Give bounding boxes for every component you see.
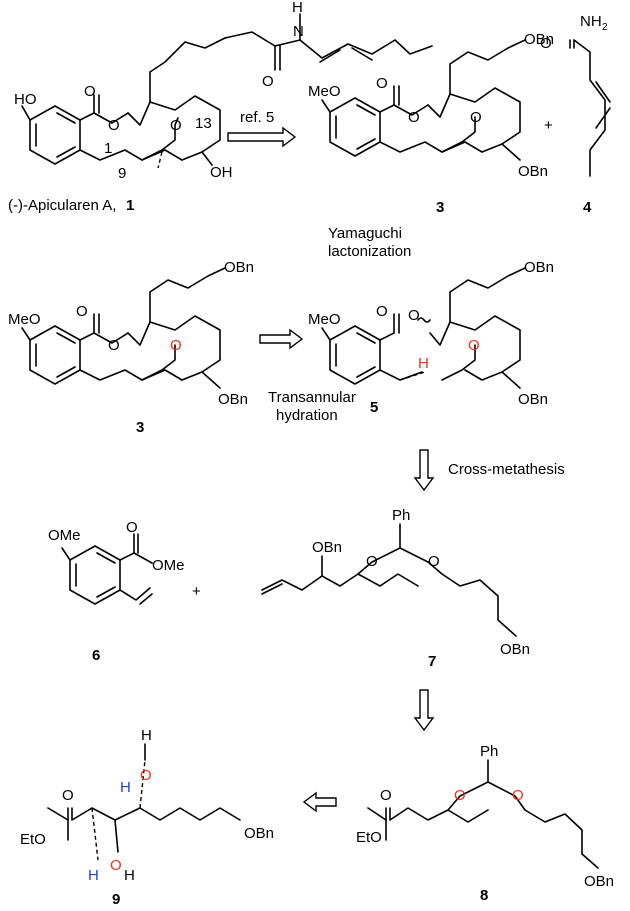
compound-3-second: MeO O O O OBn OBn 3 xyxy=(8,259,254,436)
obn-label: OBn xyxy=(524,259,554,276)
locant-13: 13 xyxy=(195,115,212,132)
compound-number-6: 6 xyxy=(92,647,100,664)
compound-7-acetal: OBn O O Ph OBn 7 xyxy=(261,507,530,670)
retro-arrow-3: Cross-metathesis xyxy=(413,449,565,492)
compound-number-3: 3 xyxy=(436,199,444,216)
compound-number-4: 4 xyxy=(583,199,592,216)
pyran-oxygen-label: O xyxy=(470,109,482,126)
obn-label: OBn xyxy=(312,539,342,556)
amide-oxygen-label: O xyxy=(262,73,274,90)
compound-number-5: 5 xyxy=(370,399,378,416)
cross-metathesis-label: Cross-metathesis xyxy=(448,461,565,478)
methoxy-label: MeO xyxy=(8,311,41,328)
compound-1-apicularen-a: HO O O O OH O H N 1 9 13 (-)-Apicularen … xyxy=(8,0,433,214)
apicularen-name: (-)-Apicularen A, xyxy=(8,197,116,214)
methoxy-label: OMe xyxy=(48,527,81,544)
compound-5-seco-acid: Yamaguchi lactonization MeO O O O H OBn … xyxy=(268,225,554,424)
water-h-highlight: H xyxy=(120,779,131,796)
water-oxygen-highlight: O xyxy=(140,767,152,784)
compound-number-9: 9 xyxy=(112,891,120,908)
hydrogen-highlight: H xyxy=(418,355,429,372)
phenyl-label: Ph xyxy=(392,507,410,524)
acetal-oxygen-label: O xyxy=(366,553,378,570)
ester-oxygen-label: O xyxy=(108,337,120,354)
retro-arrow-5 xyxy=(302,791,337,813)
obn-label: OBn xyxy=(584,873,614,890)
amine-label: NH xyxy=(580,13,602,30)
obn-label-2: OBn xyxy=(518,163,548,180)
methyl-ester-label: OMe xyxy=(152,557,185,574)
carbonyl-oxygen-label: O xyxy=(62,787,74,804)
methoxy-label: MeO xyxy=(308,83,341,100)
transannular-label-2: hydration xyxy=(276,407,338,424)
hydroxyl-oxygen-highlight: O xyxy=(468,337,480,354)
pyran-oxygen-highlight: O xyxy=(170,337,182,354)
carbonyl-oxygen-label: O xyxy=(380,787,392,804)
compound-number-8: 8 xyxy=(480,887,488,904)
locant-9: 9 xyxy=(118,165,126,182)
amide-h-label: H xyxy=(292,0,303,16)
retro-arrow-1: ref. 5 xyxy=(227,109,297,148)
ethoxy-label: EtO xyxy=(20,831,46,848)
phenyl-label: Ph xyxy=(480,743,498,760)
acetal-oxygen-highlight: O xyxy=(454,787,466,804)
acetal-oxygen-highlight-2: O xyxy=(512,787,524,804)
compound-3-top: MeO O O O OBn OBn 3 xyxy=(308,31,554,216)
obn-label: OBn xyxy=(524,31,554,48)
lactone-oxygen-label: O xyxy=(376,75,388,92)
amine-subscript: 2 xyxy=(602,22,608,33)
ethoxy-label: EtO xyxy=(356,829,382,846)
compound-6-benzoate: OMe O OMe 6 xyxy=(48,519,185,664)
compound-number-1: 1 xyxy=(126,197,134,214)
pyran-oxygen-label: O xyxy=(170,117,182,134)
ester-oxygen-label: O xyxy=(126,519,138,536)
yamaguchi-label-2: lactonization xyxy=(328,243,411,260)
amide-n-label: N xyxy=(293,23,304,40)
compound-number-3b: 3 xyxy=(136,419,144,436)
locant-1: 1 xyxy=(104,140,112,157)
ester-oxygen-label: O xyxy=(408,109,420,126)
hydroxyl-label-2: OH xyxy=(210,164,233,181)
acid-oxygen-label-2: O xyxy=(408,307,420,324)
obn-label: OBn xyxy=(224,259,254,276)
obn-label-2: OBn xyxy=(218,391,248,408)
water-h-label-2: H xyxy=(124,867,135,884)
compound-8-acetal-ester: EtO O O O Ph OBn 8 xyxy=(356,743,614,904)
plus-sign: + xyxy=(544,117,553,134)
plus-sign-2: + xyxy=(192,583,201,600)
water-oxygen-highlight-2: O xyxy=(110,857,122,874)
yamaguchi-label-1: Yamaguchi xyxy=(328,225,402,242)
retro-arrow-4 xyxy=(413,689,435,732)
compound-number-7: 7 xyxy=(428,653,436,670)
ref-label: ref. 5 xyxy=(240,109,274,126)
acid-oxygen-label: O xyxy=(376,303,388,320)
lactone-oxygen-label: O xyxy=(84,83,96,100)
lactone-oxygen-label: O xyxy=(76,303,88,320)
retro-arrow-2 xyxy=(259,328,304,350)
water-h-label: H xyxy=(141,727,152,744)
amide-oxygen-label: O xyxy=(540,35,552,52)
acetal-oxygen-label-2: O xyxy=(428,553,440,570)
water-h-highlight-2: H xyxy=(88,867,99,884)
hydroxyl-label: HO xyxy=(14,91,37,108)
obn-label-2: OBn xyxy=(518,391,548,408)
obn-label: OBn xyxy=(244,825,274,842)
ester-oxygen-label: O xyxy=(108,117,120,134)
compound-4-dienamide: O NH 2 4 xyxy=(540,13,611,216)
compound-9-transition: EtO O O H H O H H OBn 9 xyxy=(20,727,274,908)
obn-label-2: OBn xyxy=(500,641,530,658)
methoxy-label: MeO xyxy=(308,311,341,328)
transannular-label-1: Transannular xyxy=(268,389,356,406)
